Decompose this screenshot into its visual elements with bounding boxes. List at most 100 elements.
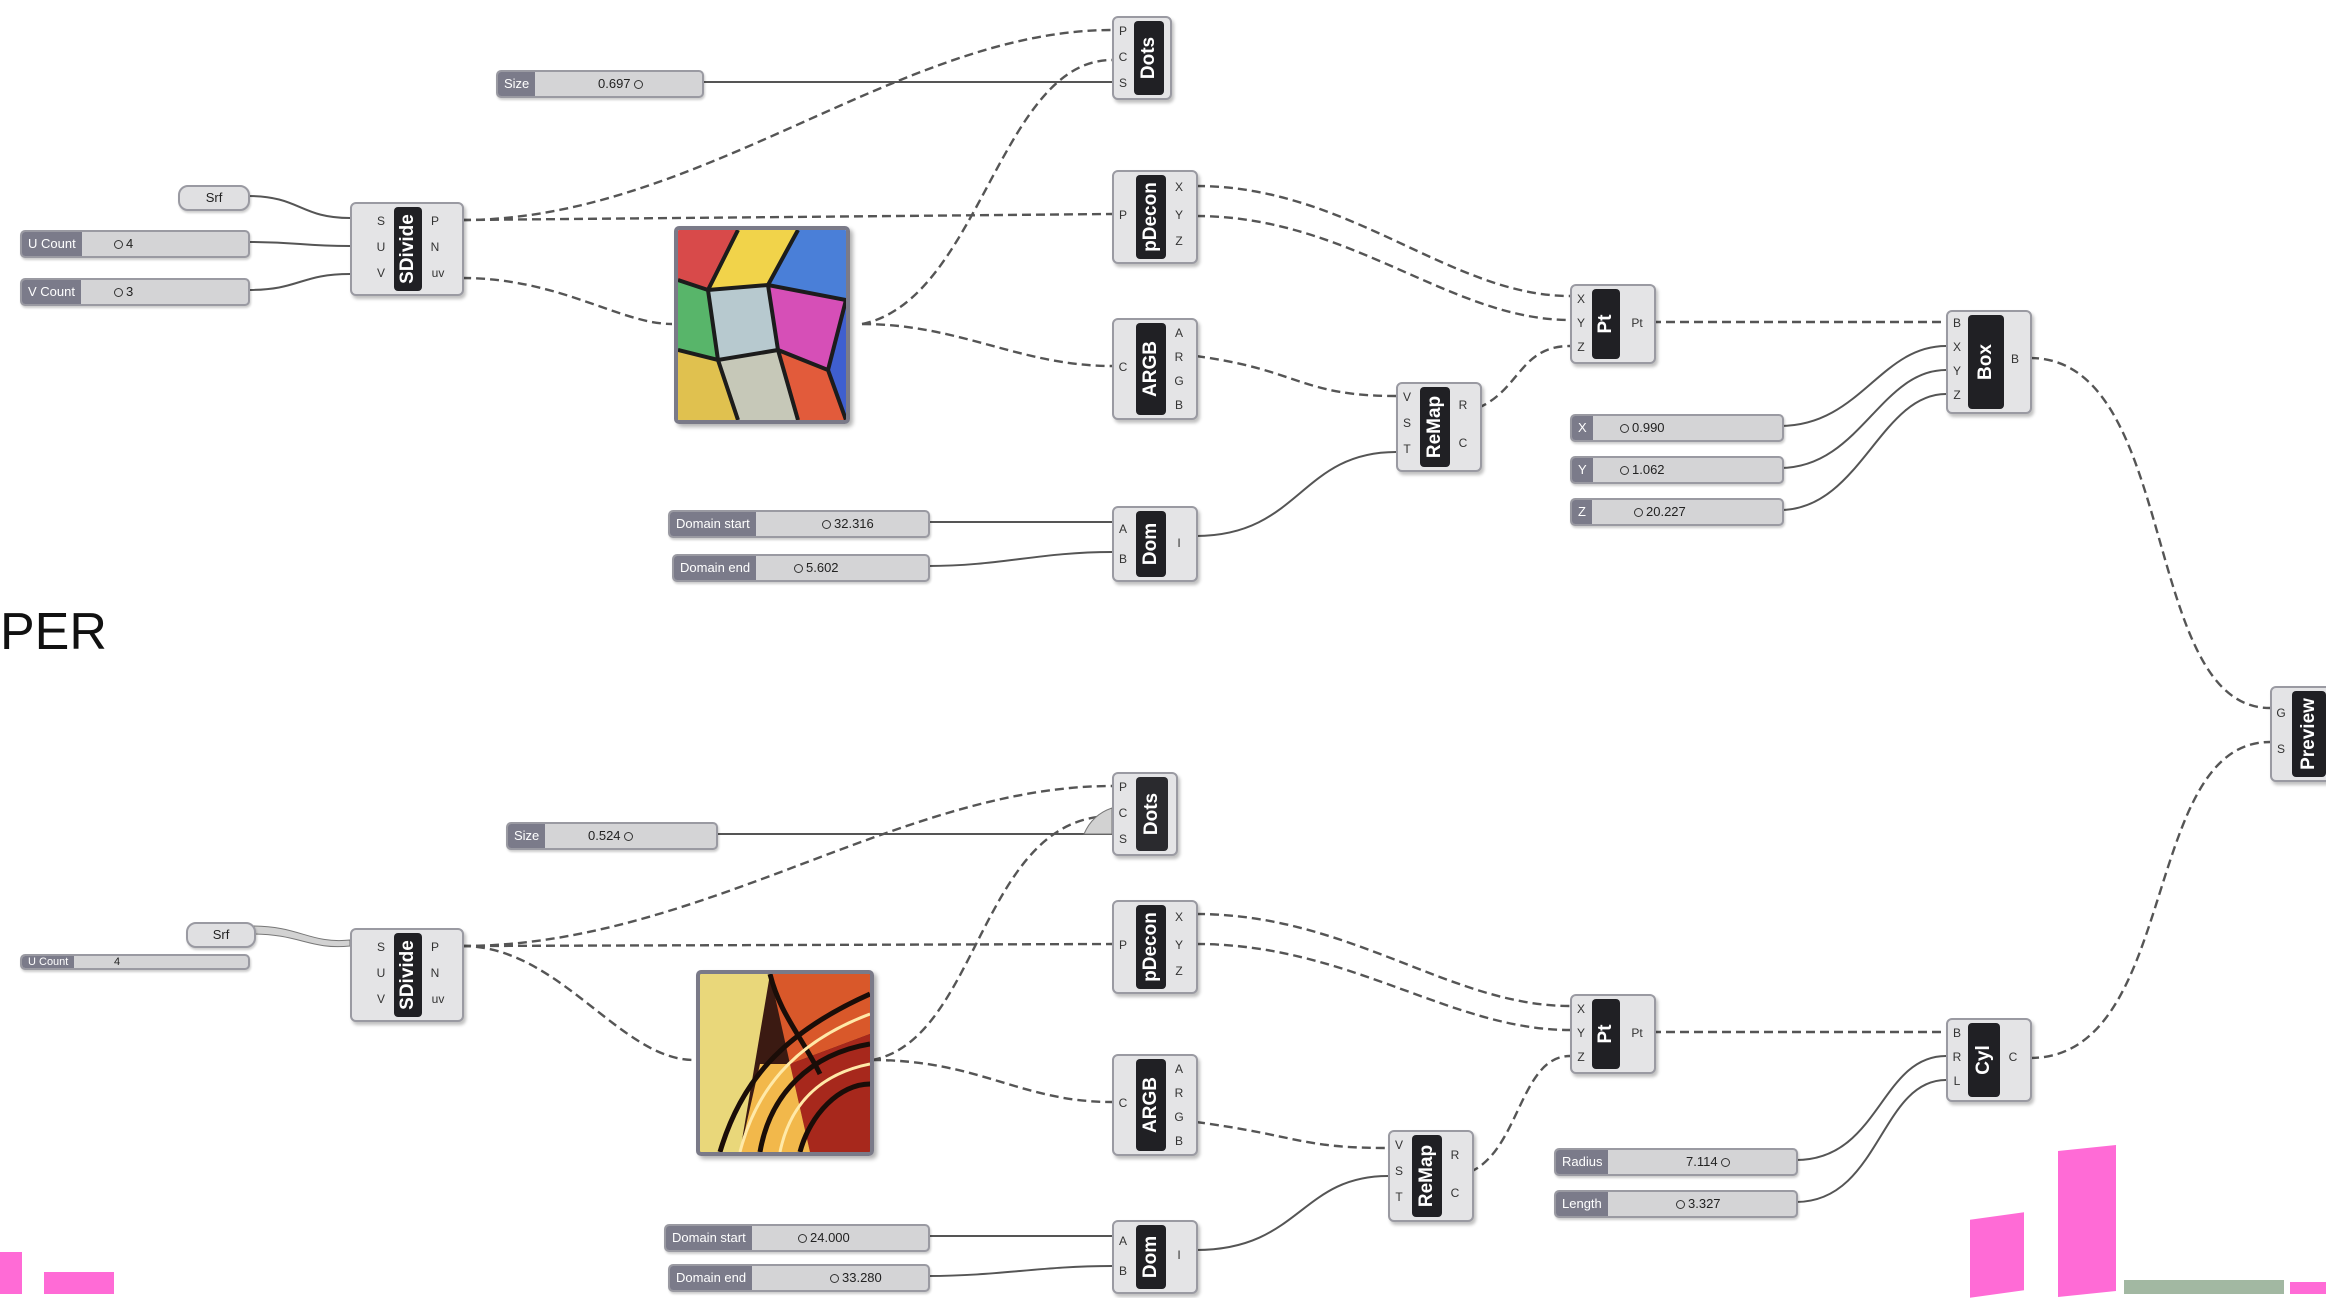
input-pin[interactable]: X bbox=[1952, 340, 1961, 354]
remap-component-top[interactable]: V S T ReMap R C bbox=[1396, 382, 1482, 472]
input-pin[interactable]: B bbox=[1952, 1026, 1961, 1040]
x-slider-top[interactable]: X 0.990 bbox=[1570, 414, 1784, 442]
input-pin[interactable]: S bbox=[376, 214, 385, 228]
input-pin[interactable]: Z bbox=[1577, 1050, 1585, 1064]
input-pin[interactable]: R bbox=[1952, 1050, 1962, 1064]
slider-grip-icon[interactable] bbox=[1721, 1158, 1731, 1168]
slider-grip-icon[interactable] bbox=[1620, 424, 1629, 434]
radius-slider-bottom[interactable]: Radius 7.114 bbox=[1554, 1148, 1798, 1176]
output-pin[interactable]: A bbox=[1174, 1062, 1183, 1076]
length-slider-bottom[interactable]: Length 3.327 bbox=[1554, 1190, 1798, 1218]
input-pin[interactable]: C bbox=[1118, 806, 1128, 820]
input-pin[interactable]: X bbox=[1576, 292, 1585, 306]
srf-param-bottom[interactable]: Srf bbox=[186, 922, 256, 948]
image-sampler-bottom[interactable] bbox=[696, 970, 874, 1156]
input-pin[interactable]: S bbox=[1402, 416, 1411, 430]
domain-end-slider-top[interactable]: Domain end 5.602 bbox=[672, 554, 930, 582]
slider-grip-icon[interactable] bbox=[822, 520, 831, 530]
pdecon-component-bottom[interactable]: P pDecon X Y Z bbox=[1112, 900, 1198, 994]
slider-grip-icon[interactable] bbox=[114, 240, 123, 250]
input-pin[interactable]: V bbox=[1394, 1138, 1403, 1152]
input-pin[interactable]: B bbox=[1952, 316, 1961, 330]
input-pin[interactable]: Y bbox=[1576, 316, 1585, 330]
output-pin[interactable]: Pt bbox=[1631, 1026, 1643, 1040]
input-pin[interactable]: B bbox=[1118, 1264, 1127, 1278]
slider-grip-icon[interactable] bbox=[634, 80, 644, 90]
srf-param-top[interactable]: Srf bbox=[178, 185, 250, 211]
input-pin[interactable]: S bbox=[376, 940, 385, 954]
output-pin[interactable]: I bbox=[1177, 536, 1181, 550]
domain-start-slider-bottom[interactable]: Domain start 24.000 bbox=[664, 1224, 930, 1252]
size-slider-bottom[interactable]: Size 0.524 bbox=[506, 822, 718, 850]
slider-grip-icon[interactable] bbox=[794, 564, 803, 574]
output-pin[interactable]: B bbox=[2010, 352, 2019, 366]
input-pin[interactable]: S bbox=[1394, 1164, 1403, 1178]
domain-start-slider-top[interactable]: Domain start 32.316 bbox=[668, 510, 930, 538]
input-pin[interactable]: Y bbox=[1952, 364, 1961, 378]
slider-grip-icon[interactable] bbox=[1676, 1200, 1685, 1210]
input-pin[interactable]: U bbox=[376, 240, 386, 254]
output-pin[interactable]: B bbox=[1174, 1134, 1183, 1148]
input-pin[interactable]: X bbox=[1576, 1002, 1585, 1016]
output-pin[interactable]: C bbox=[1450, 1186, 1460, 1200]
input-pin[interactable]: B bbox=[1118, 552, 1127, 566]
input-pin[interactable]: V bbox=[376, 266, 385, 280]
dom-component-bottom[interactable]: A B Dom I bbox=[1112, 1220, 1198, 1294]
output-pin[interactable]: R bbox=[1174, 350, 1184, 364]
input-pin[interactable]: A bbox=[1118, 1234, 1127, 1248]
slider-grip-icon[interactable] bbox=[1634, 508, 1643, 518]
dom-component-top[interactable]: A B Dom I bbox=[1112, 506, 1198, 582]
pt-component-top[interactable]: X Y Z Pt Pt bbox=[1570, 284, 1656, 364]
output-pin[interactable]: A bbox=[1174, 326, 1183, 340]
cyl-component-bottom[interactable]: B R L Cyl C bbox=[1946, 1018, 2032, 1102]
output-pin[interactable]: G bbox=[1174, 374, 1184, 388]
output-pin[interactable]: I bbox=[1177, 1248, 1181, 1262]
input-pin[interactable]: Z bbox=[1577, 340, 1585, 354]
input-pin[interactable]: T bbox=[1403, 442, 1411, 456]
input-pin[interactable]: S bbox=[2276, 742, 2285, 756]
y-slider-top[interactable]: Y 1.062 bbox=[1570, 456, 1784, 484]
v-count-slider-top[interactable]: V Count 3 bbox=[20, 278, 250, 306]
output-pin[interactable]: X bbox=[1174, 910, 1183, 924]
input-pin[interactable]: P bbox=[1118, 938, 1127, 952]
output-pin[interactable]: Z bbox=[1175, 234, 1183, 248]
dots-component-bottom[interactable]: P C S Dots bbox=[1112, 772, 1178, 856]
input-pin[interactable]: V bbox=[376, 992, 385, 1006]
slider-grip-icon[interactable] bbox=[830, 1274, 839, 1284]
input-pin[interactable]: Y bbox=[1576, 1026, 1585, 1040]
u-count-slider-top[interactable]: U Count 4 bbox=[20, 230, 250, 258]
slider-grip-icon[interactable] bbox=[1620, 466, 1629, 476]
output-pin[interactable]: P bbox=[430, 214, 439, 228]
pt-component-bottom[interactable]: X Y Z Pt Pt bbox=[1570, 994, 1656, 1074]
input-pin[interactable]: P bbox=[1118, 780, 1127, 794]
input-pin[interactable]: G bbox=[2276, 706, 2286, 720]
output-pin[interactable]: Pt bbox=[1631, 316, 1643, 330]
domain-end-slider-bottom[interactable]: Domain end 33.280 bbox=[668, 1264, 930, 1292]
output-pin[interactable]: Y bbox=[1174, 208, 1183, 222]
input-pin[interactable]: T bbox=[1395, 1190, 1403, 1204]
output-pin[interactable]: R bbox=[1450, 1148, 1460, 1162]
slider-grip-icon[interactable] bbox=[798, 1234, 807, 1244]
input-pin[interactable]: P bbox=[1118, 208, 1127, 222]
argb-component-bottom[interactable]: C ARGB A R G B bbox=[1112, 1054, 1198, 1156]
input-pin[interactable]: L bbox=[1953, 1074, 1961, 1088]
input-pin[interactable]: V bbox=[1402, 390, 1411, 404]
input-pin[interactable]: A bbox=[1118, 522, 1127, 536]
image-sampler-top[interactable] bbox=[674, 226, 850, 424]
output-pin[interactable]: Y bbox=[1174, 938, 1183, 952]
input-pin[interactable]: S bbox=[1118, 832, 1127, 846]
sdivide-component-top[interactable]: S U V SDivide P N uv bbox=[350, 202, 464, 296]
box-component-top[interactable]: B X Y Z Box B bbox=[1946, 310, 2032, 414]
size-slider-top[interactable]: Size 0.697 bbox=[496, 70, 704, 98]
input-pin[interactable]: U bbox=[376, 966, 386, 980]
output-pin[interactable]: P bbox=[430, 940, 439, 954]
output-pin[interactable]: G bbox=[1174, 1110, 1184, 1124]
z-slider-top[interactable]: Z 20.227 bbox=[1570, 498, 1784, 526]
input-pin[interactable]: C bbox=[1118, 1096, 1128, 1110]
output-pin[interactable]: C bbox=[1458, 436, 1468, 450]
input-pin[interactable]: P bbox=[1118, 24, 1127, 38]
input-pin[interactable]: C bbox=[1118, 50, 1128, 64]
output-pin[interactable]: Z bbox=[1175, 964, 1183, 978]
output-pin[interactable]: B bbox=[1174, 398, 1183, 412]
output-pin[interactable]: N bbox=[430, 240, 440, 254]
